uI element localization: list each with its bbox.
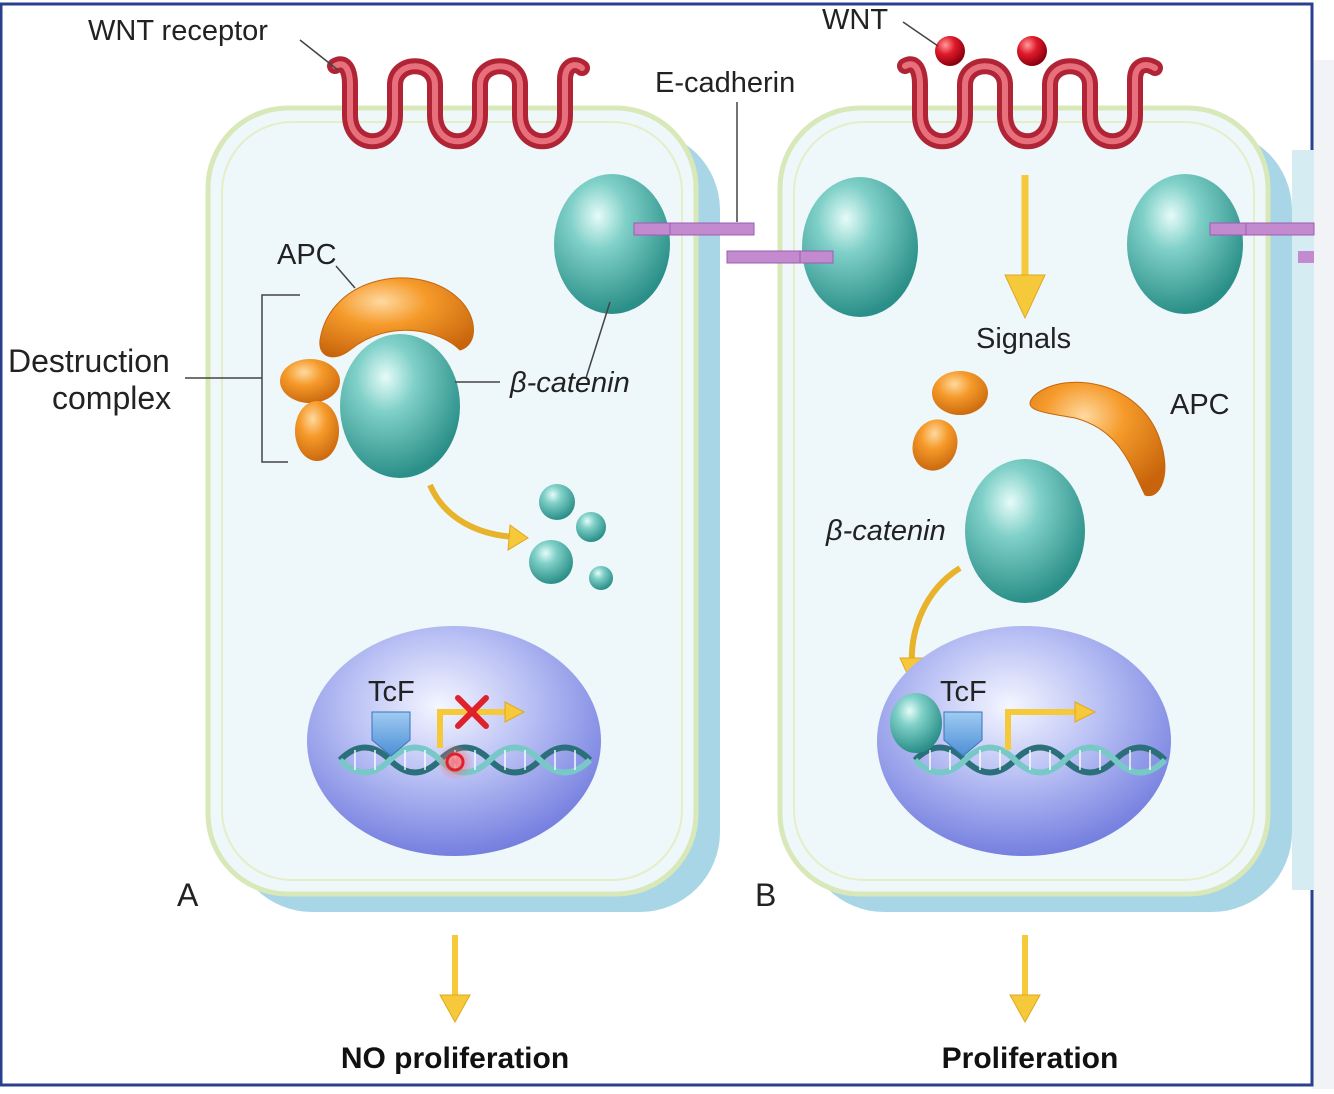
label-wnt-receptor: WNT receptor: [88, 15, 268, 47]
label-signals: Signals: [976, 323, 1071, 355]
label-e-cadherin: E-cadherin: [655, 67, 795, 99]
receptor-left-highlight: [332, 61, 585, 145]
beta-catenin-complex: [340, 334, 460, 478]
degradation-arrow: [427, 483, 516, 540]
transcription-arrowhead-right: [1074, 701, 1097, 723]
outcome-arrowhead-left: [439, 994, 471, 1024]
label-tcf-left: TcF: [368, 676, 415, 708]
transcription-arrow-right: [1005, 709, 1078, 750]
apc-right: [1029, 381, 1166, 497]
block-glow: [437, 744, 473, 780]
beta-catenin-fragment-1: [539, 484, 575, 520]
degradation-arrowhead: [507, 524, 529, 551]
label-proliferation: Proliferation: [942, 1042, 1119, 1075]
label-apc-left: APC: [277, 239, 337, 271]
label-beta-catenin-left: β-catenin: [509, 367, 630, 399]
e-cadherin-right-2: [1298, 251, 1314, 263]
wnt-ligand-1: [935, 36, 965, 66]
leader-lines: [185, 21, 939, 463]
transcription-arrow-left: [437, 709, 508, 748]
block-dot: [445, 752, 465, 772]
cell-edge-partial: [1292, 150, 1314, 890]
background-page-strip: [1312, 60, 1334, 1089]
translocation-arrow: [908, 565, 962, 666]
beta-catenin-fragment-3: [529, 540, 573, 584]
apc-left: [319, 277, 474, 358]
label-tcf-right: TcF: [940, 676, 987, 708]
beta-catenin-free: [965, 459, 1085, 603]
beta-catenin-fragment-4: [589, 566, 613, 590]
dna-right: [912, 744, 1168, 776]
label-beta-catenin-right: β-catenin: [825, 515, 946, 547]
destruction-unit-3: [932, 371, 988, 415]
destruction-unit-1: [280, 359, 340, 403]
e-cadherin-left-front: [633, 222, 671, 236]
signal-arrowhead: [1004, 274, 1046, 320]
beta-catenin-membrane-right-1: [802, 177, 918, 317]
outcome-arrowhead-right: [1009, 994, 1041, 1024]
label-destruction: Destruction: [8, 343, 170, 379]
tcf-right-protein: [943, 711, 983, 757]
block-x-icon: [455, 695, 489, 729]
receptor-right-highlight: [902, 61, 1158, 145]
destruction-unit-2: [295, 401, 339, 461]
beta-catenin-fragment-2: [576, 512, 606, 542]
destruction-unit-4: [912, 419, 958, 471]
label-apc-right: APC: [1170, 389, 1230, 421]
beta-catenin-membrane-right-2: [1127, 174, 1243, 314]
nucleus-right: [877, 626, 1171, 856]
label-complex: complex: [52, 380, 171, 416]
label-no-proliferation: NO proliferation: [341, 1042, 569, 1075]
beta-catenin-nuclear: [890, 693, 942, 753]
wnt-ligand-2: [1017, 36, 1047, 66]
tcf-left-protein: [371, 711, 411, 757]
e-cadherin-right-front: [1209, 222, 1247, 236]
e-cadherin-middle-front: [799, 250, 834, 264]
beta-catenin-membrane-left: [554, 174, 670, 314]
label-panel-b: B: [755, 877, 776, 913]
transcription-arrowhead-left: [504, 701, 526, 723]
label-wnt: WNT: [822, 4, 888, 36]
label-panel-a: A: [177, 877, 199, 913]
nucleus-left: [307, 626, 601, 856]
